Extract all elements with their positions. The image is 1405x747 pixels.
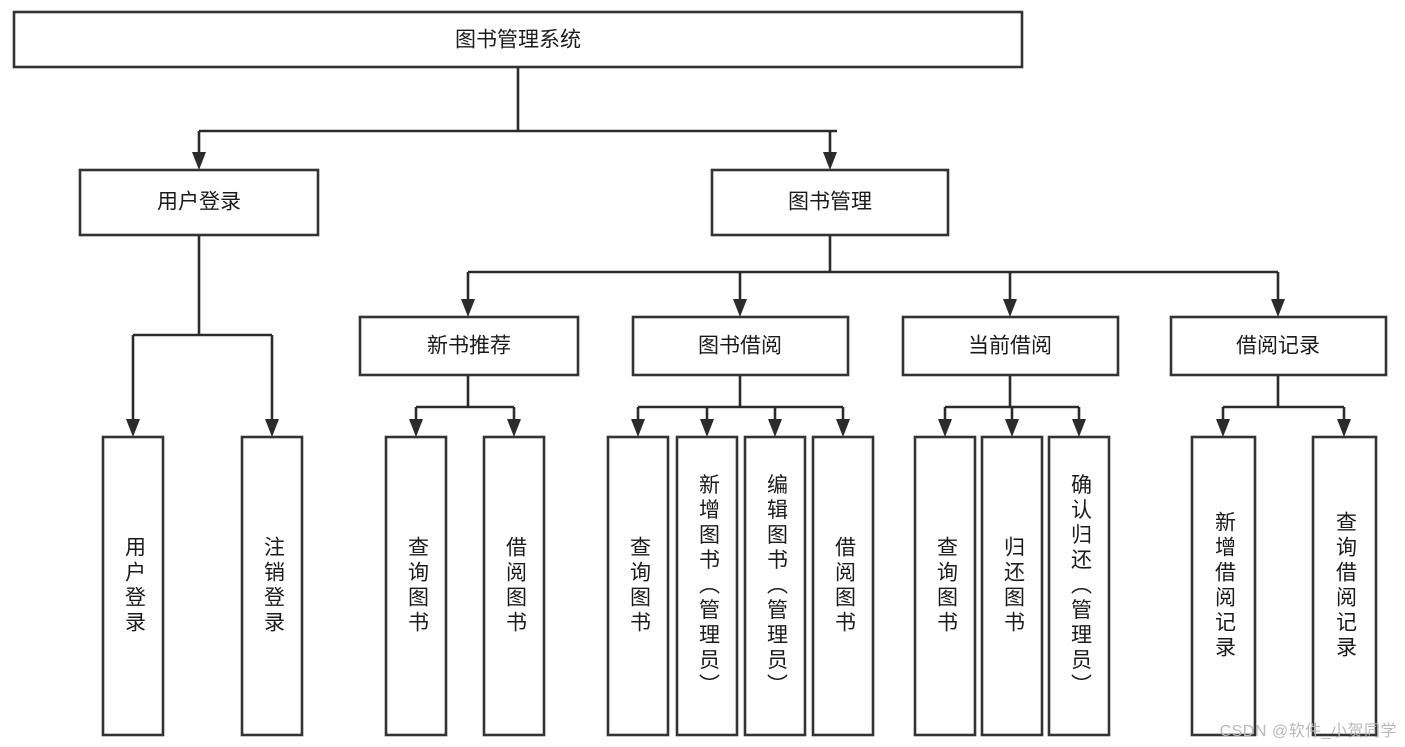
node-current-borrow[interactable]: 当前借阅 <box>901 315 1120 377</box>
leaf-label-cb-return-book: 归还图书 <box>1001 536 1025 636</box>
leaf-node-bb-borrow-book[interactable]: 借阅图书 <box>811 435 875 737</box>
leaf-label-bb-borrow-book: 借阅图书 <box>832 536 856 636</box>
borrow-record-node-box[interactable] <box>1169 315 1388 377</box>
leaf-box-br-add-record[interactable] <box>1190 435 1257 737</box>
book-borrow-node-label: 图书借阅 <box>698 335 782 358</box>
arrowhead-cb-leaf2 <box>1005 419 1019 437</box>
leaf-node-bb-edit-book[interactable]: 编辑图书（管理员） <box>743 435 807 737</box>
leaf-node-cb-return-book[interactable]: 归还图书 <box>980 435 1044 737</box>
book-borrow-node-box[interactable] <box>631 315 850 377</box>
arrowhead-book-manage <box>823 152 837 170</box>
leaf-box-cb-query-book[interactable] <box>913 435 977 737</box>
leaf-label-br-query-record: 查询借阅记录 <box>1333 511 1357 661</box>
arrowhead-br-leaf2 <box>1337 419 1351 437</box>
leaf-label-bb-query-book: 查询图书 <box>627 536 651 636</box>
leaf-box-nb-query-book[interactable] <box>384 435 448 737</box>
leaf-node-br-add-record[interactable]: 新增借阅记录 <box>1190 435 1257 737</box>
leaf-label-cb-query-book: 查询图书 <box>934 536 958 636</box>
arrowhead-nb-leaf2 <box>507 419 521 437</box>
node-new-book-recommend[interactable]: 新书推荐 <box>358 315 580 377</box>
leaf-label-logout: 注销登录 <box>261 536 285 636</box>
user-login-node-box[interactable] <box>78 168 320 237</box>
leaf-box-nb-borrow-book[interactable] <box>482 435 546 737</box>
leaf-box-cb-confirm-return[interactable] <box>1047 435 1111 737</box>
leaf-node-cb-confirm-return[interactable]: 确认归还（管理员） <box>1047 435 1111 737</box>
arrowhead-user-login <box>192 152 206 170</box>
leaf-box-bb-query-book[interactable] <box>606 435 670 737</box>
new-book-recommend-node-label: 新书推荐 <box>427 335 511 358</box>
edges-group <box>126 67 1351 437</box>
leaf-box-br-query-record[interactable] <box>1311 435 1378 737</box>
arrowhead-bb-leaf4 <box>836 419 850 437</box>
leaf-node-nb-query-book[interactable]: 查询图书 <box>384 435 448 737</box>
arrowhead-bb-leaf1 <box>631 419 645 437</box>
root-node-label: 图书管理系统 <box>455 29 581 52</box>
book-management-node-box[interactable] <box>710 168 950 237</box>
user-login-node-label: 用户登录 <box>157 191 241 214</box>
leaf-node-br-query-record[interactable]: 查询借阅记录 <box>1311 435 1378 737</box>
leaf-node-nb-borrow-book[interactable]: 借阅图书 <box>482 435 546 737</box>
arrowhead-br-leaf1 <box>1216 419 1230 437</box>
leaf-box-user-login[interactable] <box>101 435 165 737</box>
leaf-label-cb-confirm-return: 确认归还（管理员） <box>1068 474 1092 699</box>
leaf-node-cb-query-book[interactable]: 查询图书 <box>913 435 977 737</box>
leaf-box-bb-edit-book[interactable] <box>743 435 807 737</box>
arrowhead-nb-leaf1 <box>409 419 423 437</box>
node-borrow-record[interactable]: 借阅记录 <box>1169 315 1388 377</box>
leaf-node-user-login-action[interactable]: 用户登录 <box>101 435 165 737</box>
arrowhead-bb-leaf3 <box>768 419 782 437</box>
node-book-borrow[interactable]: 图书借阅 <box>631 315 850 377</box>
leaf-box-bb-add-book[interactable] <box>675 435 739 737</box>
arrowhead-new-book <box>461 299 475 317</box>
leaf-box-logout[interactable] <box>240 435 304 737</box>
arrowhead-borrow-record <box>1271 299 1285 317</box>
arrowhead-cb-leaf3 <box>1072 419 1086 437</box>
leaf-label-br-add-record: 新增借阅记录 <box>1212 511 1236 661</box>
arrowhead-bb-leaf2 <box>700 419 714 437</box>
csdn-watermark: CSDN @软件_小贺同学 <box>1219 723 1397 740</box>
borrow-record-node-label: 借阅记录 <box>1236 335 1320 358</box>
leaf-label-bb-edit-book: 编辑图书（管理员） <box>764 474 788 699</box>
arrowhead-leaf-logout <box>265 419 279 437</box>
new-book-recommend-node-box[interactable] <box>358 315 580 377</box>
leaf-node-bb-query-book[interactable]: 查询图书 <box>606 435 670 737</box>
leaf-label-nb-query-book: 查询图书 <box>405 536 429 636</box>
arrowhead-current-borrow <box>1003 299 1017 317</box>
leaf-box-bb-borrow-book[interactable] <box>811 435 875 737</box>
current-borrow-node-label: 当前借阅 <box>968 335 1052 358</box>
leaf-label-bb-add-book: 新增图书（管理员） <box>696 474 720 699</box>
node-book-management[interactable]: 图书管理 <box>710 168 950 237</box>
leaf-node-logout[interactable]: 注销登录 <box>240 435 304 737</box>
leaf-label-nb-borrow-book: 借阅图书 <box>503 536 527 636</box>
arrowhead-cb-leaf1 <box>938 419 952 437</box>
leaf-box-cb-return-book[interactable] <box>980 435 1044 737</box>
node-root-system[interactable]: 图书管理系统 <box>12 10 1024 69</box>
current-borrow-node-box[interactable] <box>901 315 1120 377</box>
arrowhead-leaf-user-login <box>126 419 140 437</box>
arrowhead-book-borrow <box>733 299 747 317</box>
book-management-node-label: 图书管理 <box>788 191 872 214</box>
node-user-login[interactable]: 用户登录 <box>78 168 320 237</box>
leaf-label-user-login: 用户登录 <box>122 536 146 636</box>
leaf-node-bb-add-book[interactable]: 新增图书（管理员） <box>675 435 739 737</box>
root-node-box[interactable] <box>12 10 1024 69</box>
